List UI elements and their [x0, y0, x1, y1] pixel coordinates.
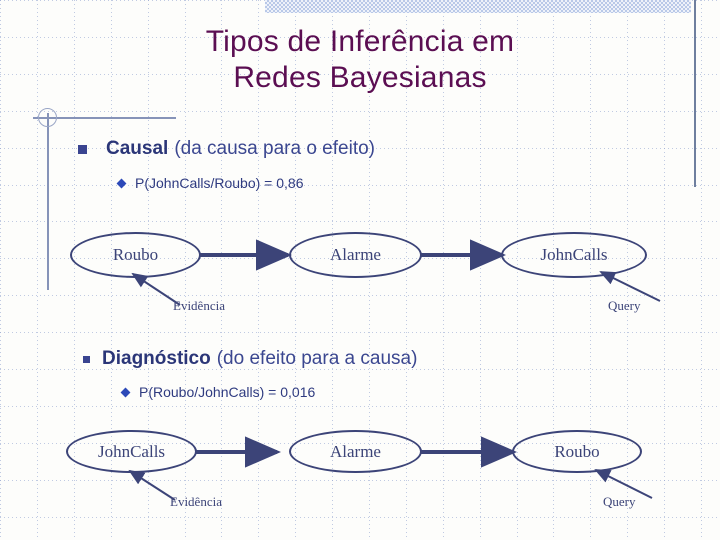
- page-title-line-2: Redes Bayesianas: [233, 61, 487, 94]
- node-alarme-causal[interactable]: Alarme: [289, 232, 422, 278]
- node-roubo-diagnostico[interactable]: Roubo: [512, 430, 642, 473]
- probability-causal-text: P(JohnCalls/Roubo) = 0,86: [135, 175, 304, 191]
- annotation-evidencia-diagnostico: Evidência: [170, 494, 222, 509]
- diagram-diagnostico: JohnCalls Alarme Roubo Evidência Query: [0, 424, 720, 534]
- diamond-bullet-icon: [116, 178, 127, 188]
- diagram-causal-edges: [131, 239, 661, 306]
- annotation-query-diagnostico: Query: [603, 494, 636, 509]
- pointer-evidencia-causal: [131, 272, 181, 306]
- section-heading-causal: Causal (da causa para o efeito): [78, 138, 375, 160]
- annotation-query-causal: Query: [608, 298, 641, 313]
- node-roubo-diagnostico-label: Roubo: [554, 441, 600, 461]
- probability-diagnostico: P(Roubo/JohnCalls) = 0,016: [120, 384, 316, 400]
- diamond-bullet-icon: [120, 387, 131, 397]
- node-johncalls-diagnostico-label: JohnCalls: [97, 441, 166, 461]
- node-alarme-diagnostico[interactable]: Alarme: [289, 430, 422, 473]
- section-heading-causal-strong: Causal: [106, 138, 169, 159]
- annotation-evidencia-causal: Evidência: [173, 298, 225, 313]
- section-heading-diagnostico-rest: (do efeito para a causa): [216, 348, 418, 369]
- grid-line-horizontal: [0, 185, 720, 186]
- pointer-query-diagnostico: [594, 469, 653, 499]
- left-circle-ornament: [38, 108, 57, 127]
- right-vertical-rule: [694, 0, 696, 187]
- pointer-evidencia-diagnostico: [128, 469, 176, 501]
- node-roubo-causal[interactable]: Roubo: [70, 232, 201, 278]
- page-title: Tipos de Inferência em Redes Bayesianas: [0, 24, 720, 96]
- grid-line-horizontal: [0, 111, 720, 112]
- node-alarme-diagnostico-label: Alarme: [330, 441, 381, 461]
- square-bullet-icon: [83, 355, 90, 363]
- left-horizontal-rule: [33, 117, 176, 119]
- grid-line-horizontal: [0, 406, 720, 407]
- diagram-diagnostico-edges: [128, 436, 653, 501]
- node-johncalls-diagnostico[interactable]: JohnCalls: [66, 430, 197, 473]
- probability-diagnostico-text: P(Roubo/JohnCalls) = 0,016: [139, 384, 316, 400]
- pointer-query-causal: [599, 271, 661, 302]
- diagram-causal: Roubo Alarme JohnCalls Evidência Query: [0, 222, 720, 332]
- node-roubo-causal-label: Roubo: [112, 245, 159, 264]
- probability-causal: P(JohnCalls/Roubo) = 0,86: [116, 175, 304, 191]
- grid-line-horizontal: [0, 332, 720, 333]
- left-vertical-rule: [47, 113, 49, 290]
- section-heading-causal-rest: (da causa para o efeito): [174, 138, 375, 159]
- section-heading-diagnostico-strong: Diagnóstico: [102, 348, 211, 369]
- section-heading-diagnostico: Diagnóstico (do efeito para a causa): [83, 348, 417, 370]
- top-decorative-band: [265, 0, 691, 13]
- node-johncalls-causal-label: JohnCalls: [540, 245, 608, 264]
- node-alarme-causal-label: Alarme: [330, 245, 381, 264]
- square-bullet-icon: [78, 144, 87, 154]
- node-johncalls-causal[interactable]: JohnCalls: [501, 232, 647, 278]
- page-title-line-1: Tipos de Inferência em: [205, 25, 515, 58]
